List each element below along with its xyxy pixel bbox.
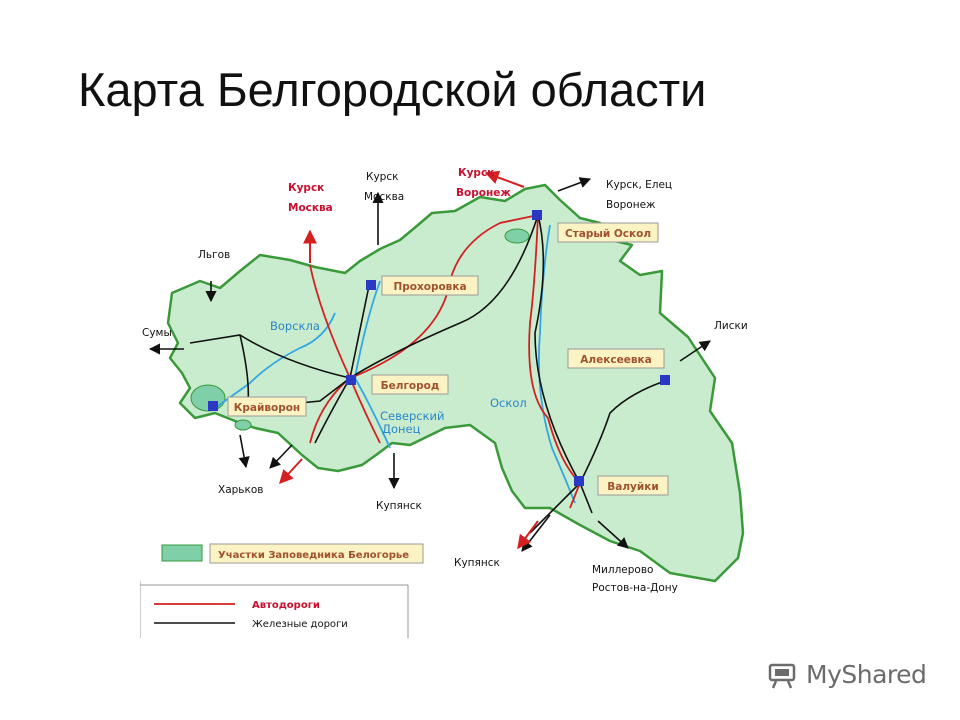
- arrow-rail-kursk-elets: [557, 177, 592, 192]
- city-marker-stary-oskol: [532, 210, 542, 220]
- dest-label-voronezh: Воронеж: [606, 199, 656, 211]
- city-marker-belgorod: [346, 375, 356, 385]
- river-label-vorskla: Ворскла: [270, 319, 320, 333]
- river-label-donets: Донец: [382, 422, 421, 436]
- dest-label-sumy: Сумы: [142, 327, 172, 339]
- svg-text:Прохоровка: Прохоровка: [393, 281, 466, 293]
- river-label-seversky: Северский: [380, 409, 444, 423]
- slide-title: Карта Белгородской области: [78, 63, 707, 116]
- arrow-kharkov-rail-2: [269, 444, 293, 469]
- dest-label-moskva-road: Москва: [288, 202, 333, 214]
- dest-label-kupyansk-2: Купянск: [454, 557, 500, 569]
- reserve-area-north: [504, 228, 530, 244]
- dest-label-kharkov: Харьков: [218, 484, 263, 496]
- river-label-oskol: Оскол: [490, 396, 527, 410]
- myshared-logo-icon: [768, 663, 796, 689]
- city-label-prokhorovka: Прохоровка: [381, 275, 479, 296]
- dest-label-lgov: Льгов: [198, 249, 230, 261]
- legend-reserve-swatch: [161, 544, 203, 562]
- city-label-krayvoron: Крайворон: [227, 396, 307, 417]
- legend-reserve-box: [209, 543, 424, 564]
- city-marker-krayvoron: [208, 401, 218, 411]
- dest-label-kursk-voronezh-1: Курск: [458, 167, 494, 179]
- dest-label-moskva-rail: Москва: [364, 191, 404, 203]
- dest-label-kupyansk-1: Купянск: [376, 500, 422, 512]
- dest-label-kursk-road: Курск: [288, 182, 324, 194]
- railway-network: [189, 214, 666, 534]
- watermark-text: MyShared: [806, 659, 927, 689]
- region-map: Старый Оскол Прохоровка Алексеевка Белго…: [140, 163, 775, 638]
- city-marker-prokhorovka: [366, 280, 376, 290]
- arrow-millerovo: [597, 520, 629, 549]
- svg-text:Белгород: Белгород: [381, 380, 440, 392]
- legend-reserve-label: Участки Заповедника Белогорье: [218, 550, 409, 561]
- arrow-liski: [679, 340, 711, 362]
- arrow-kharkov-road: [279, 458, 303, 485]
- svg-text:Валуйки: Валуйки: [607, 481, 658, 493]
- dest-label-millerovo: Миллерово: [592, 564, 653, 576]
- city-label-stary-oskol: Старый Оскол: [557, 222, 659, 243]
- dest-label-kursk-rail: Курск: [366, 171, 398, 183]
- city-label-valuyki: Валуйки: [597, 475, 669, 496]
- arrow-kupyansk-road-2: [517, 520, 539, 550]
- dest-label-rostov: Ростов-на-Дону: [592, 582, 678, 594]
- svg-text:Алексеевка: Алексеевка: [580, 354, 651, 366]
- arrow-kharkov-rail-1: [238, 434, 250, 469]
- city-label-alekseevka: Алексеевка: [567, 348, 665, 369]
- dest-label-liski: Лиски: [714, 320, 748, 332]
- river-vorskla: [214, 312, 336, 409]
- city-marker-valuyki: [574, 476, 584, 486]
- svg-text:Крайворон: Крайворон: [234, 402, 300, 414]
- dest-label-kursk-voronezh-2: Воронеж: [456, 187, 511, 199]
- dest-label-kursk-elets: Курск, Елец: [606, 179, 672, 191]
- city-label-belgorod: Белгород: [371, 374, 449, 395]
- watermark: MyShared: [766, 652, 927, 696]
- legend: Участки Заповедника Белогорье Автодороги…: [140, 543, 424, 638]
- reserve-area-small: [234, 419, 252, 431]
- city-marker-alekseevka: [660, 375, 670, 385]
- legend-road-label: Автодороги: [252, 600, 320, 611]
- map-container: Старый Оскол Прохоровка Алексеевка Белго…: [140, 163, 775, 638]
- legend-rail-label: Железные дороги: [252, 619, 348, 630]
- arrow-road-kursk-voronezh: [484, 170, 525, 188]
- svg-text:Старый Оскол: Старый Оскол: [565, 228, 651, 240]
